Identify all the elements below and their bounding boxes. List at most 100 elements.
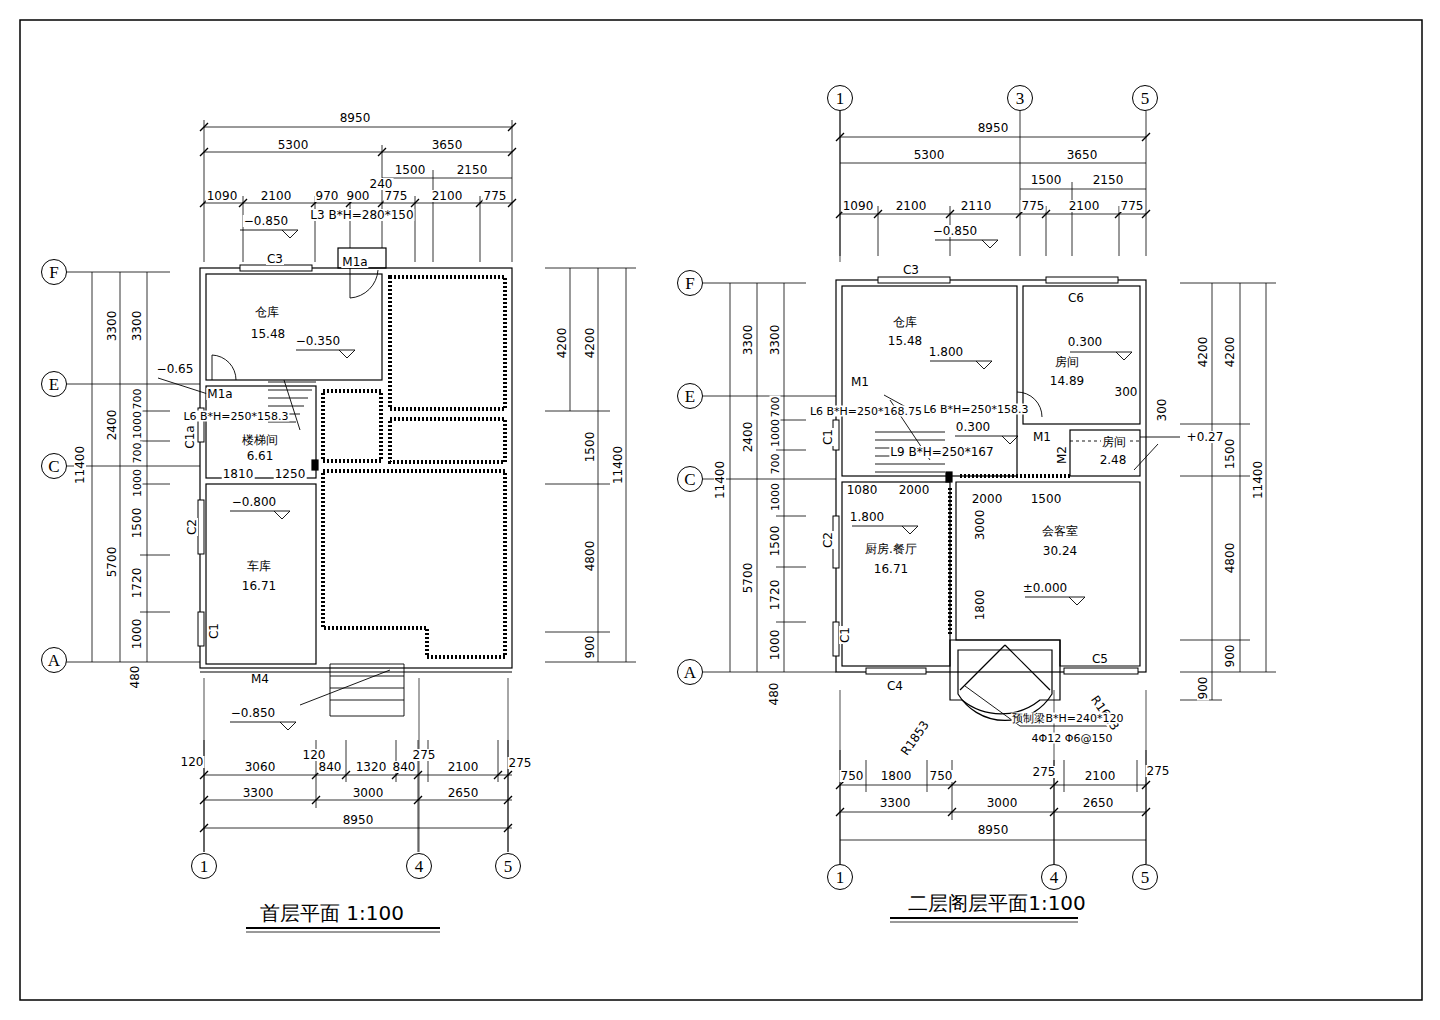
- plan-label: 1000: [769, 629, 781, 662]
- axis-label: C: [48, 458, 59, 475]
- windows: [198, 612, 204, 646]
- plan-label: C1: [208, 622, 220, 640]
- doors-and-stairs: [300, 664, 404, 716]
- axis-bubble: 5: [1132, 864, 1158, 890]
- plan-label: 11400: [612, 445, 624, 485]
- plan-label: 480: [129, 665, 141, 690]
- caption-underline: [246, 932, 440, 933]
- plan-label: 750: [929, 770, 954, 782]
- walls: [946, 472, 952, 482]
- plan-label: 120: [302, 749, 327, 761]
- plan-label: 3300: [242, 787, 275, 799]
- sheet-frame: [20, 20, 1422, 1000]
- dimension-lines: [776, 450, 806, 451]
- axis-lines: [840, 111, 841, 262]
- plan-label: 275: [1032, 766, 1057, 778]
- plan-label: 3300: [106, 310, 118, 343]
- plan-label: 仓库: [892, 316, 918, 328]
- dimension-lines: [730, 283, 731, 672]
- axis-label: 3: [1016, 90, 1025, 107]
- plan-label: +0.27: [1186, 431, 1225, 443]
- plan-label: 700: [770, 396, 781, 419]
- plan-label: M1a: [341, 256, 368, 268]
- dimension-lines: [626, 268, 627, 662]
- windows: [878, 277, 950, 283]
- axis-label: 4: [415, 858, 424, 875]
- plan-label: 1800: [880, 770, 913, 782]
- dimension-lines: [1146, 111, 1147, 256]
- doors-and-stairs: [212, 268, 1180, 716]
- doors-and-stairs: [1140, 437, 1180, 438]
- plan-label: C1: [822, 428, 834, 446]
- level-markers: [935, 240, 998, 248]
- dimension-lines: [776, 567, 806, 568]
- plan-label: 240: [369, 178, 394, 190]
- level-markers: [1025, 597, 1085, 605]
- plan-label: 3300: [742, 324, 754, 357]
- dimension-lines: [1180, 283, 1276, 284]
- plan-label: 30.24: [1042, 545, 1078, 557]
- plan-label: 775: [1120, 200, 1145, 212]
- plan-label: 16.71: [241, 580, 277, 592]
- level-markers: [230, 722, 296, 730]
- plan-label: 2100: [431, 190, 464, 202]
- walls: [200, 268, 512, 668]
- plan-label: 3000: [986, 797, 1019, 809]
- plan-label: −0.800: [231, 496, 277, 508]
- plan-label: 1800: [974, 589, 986, 622]
- dimension-lines: [204, 120, 205, 262]
- plan-label: 5700: [742, 562, 754, 595]
- plan-label: −0.850: [243, 215, 289, 227]
- level-markers: [1020, 726, 1118, 727]
- dimension-lines: [598, 268, 599, 662]
- dimension-lines: [757, 283, 758, 672]
- plan-label: 8950: [339, 112, 372, 124]
- plan-label: 775: [1021, 200, 1046, 212]
- plan-label: 1500: [769, 525, 781, 558]
- walls: [956, 482, 1140, 666]
- plan-label: 5300: [913, 149, 946, 161]
- dimension-lines: [703, 283, 806, 284]
- plan-label: 900: [346, 190, 371, 202]
- hatched-walls: [323, 391, 381, 461]
- plan-label: 900: [1224, 644, 1236, 669]
- axis-lines: [1146, 690, 1147, 864]
- dimension-lines: [147, 272, 148, 662]
- plan-label: 120: [180, 756, 205, 768]
- hatched-walls: [390, 277, 505, 409]
- plan-label: 2150: [1092, 174, 1125, 186]
- plan-label: L3 B*H=280*150: [309, 209, 414, 221]
- axis-label: 1: [836, 869, 845, 886]
- plan-label: 900: [584, 635, 596, 660]
- plan-label: 2100: [447, 761, 480, 773]
- dimension-lines: [545, 484, 610, 485]
- dimension-lines: [204, 203, 512, 204]
- walls: [842, 482, 950, 666]
- dimension-ticks: [200, 123, 1150, 832]
- axis-bubble: F: [41, 259, 67, 285]
- plan-label: 14.89: [1049, 375, 1085, 387]
- plan-label: 1.800: [849, 511, 885, 523]
- dimension-lines: [204, 127, 512, 128]
- walls: [958, 650, 1052, 720]
- plan-label: 3650: [431, 139, 464, 151]
- plan-label: 仓库: [254, 306, 280, 318]
- dimension-lines: [140, 484, 170, 485]
- axis-bubble: 1: [827, 85, 853, 111]
- plan-label: 8950: [977, 122, 1010, 134]
- axis-bubble: A: [41, 647, 67, 673]
- level-markers: [955, 436, 1018, 444]
- dimension-lines: [66, 111, 1276, 864]
- plan-label: M1: [1032, 431, 1052, 443]
- plan-label: 1000: [132, 410, 143, 440]
- plan-label: 4Φ12 Φ6@150: [1031, 733, 1114, 744]
- walls: [836, 280, 1146, 672]
- plan-label: 1000: [132, 468, 143, 498]
- dimension-lines: [776, 622, 806, 623]
- plan-label: 2650: [447, 787, 480, 799]
- plan-label: −0.850: [230, 707, 276, 719]
- plan-label: 275: [1146, 765, 1171, 777]
- plan-label: 750: [840, 770, 865, 782]
- walls: [1023, 286, 1140, 424]
